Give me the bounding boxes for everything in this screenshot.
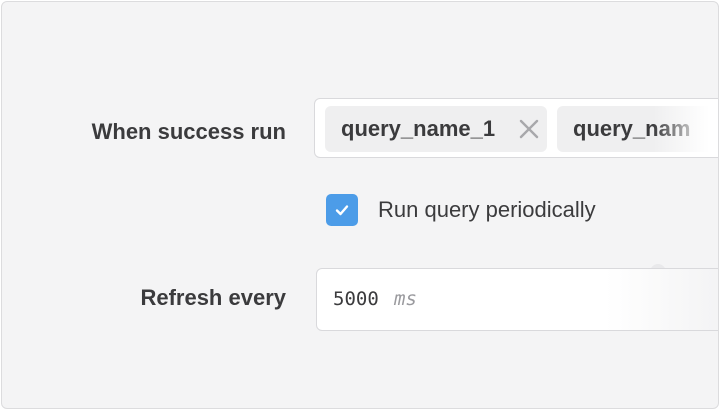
refresh-interval-unit: ms: [394, 288, 417, 310]
run-periodically-label: Run query periodically: [378, 197, 596, 222]
run-periodically-checkbox[interactable]: [326, 194, 358, 226]
query-chip-label: query_nam: [573, 116, 691, 141]
when-success-run-label: When success run: [91, 119, 286, 144]
checkmark-icon: [335, 205, 349, 216]
query-multiselect[interactable]: query_name_1 query_nam: [314, 98, 718, 158]
query-chip[interactable]: query_nam: [557, 106, 718, 152]
query-chip[interactable]: query_name_1: [325, 106, 547, 152]
refresh-interval-value: 5000: [333, 288, 379, 310]
overflow-fade: [605, 269, 718, 330]
refresh-every-label: Refresh every: [140, 285, 286, 310]
close-icon[interactable]: [519, 119, 539, 139]
refresh-interval-input[interactable]: 5000 ms: [316, 268, 718, 331]
run-periodically-option[interactable]: Run query periodically: [326, 194, 596, 226]
query-chip-label: query_name_1: [341, 116, 496, 141]
